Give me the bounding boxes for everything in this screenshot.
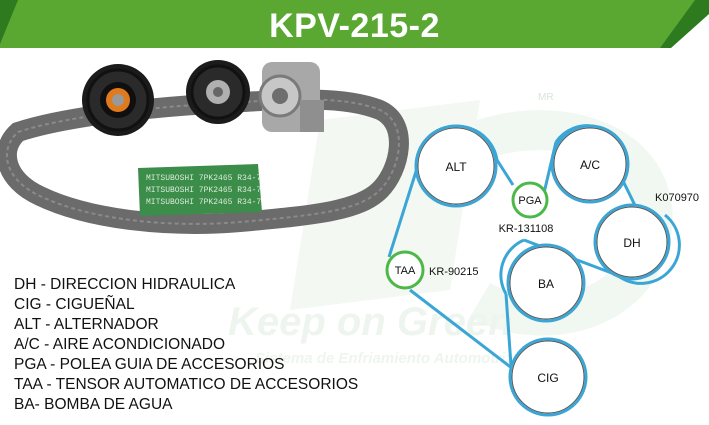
pulley-label-dh: DH: [623, 236, 640, 250]
pulley-alt: ALT: [414, 124, 498, 208]
watermark-subtext: Sistema de Enfriamiento Automotriz: [255, 350, 513, 367]
part-number-dh: K070970: [655, 192, 699, 204]
belt-print-2: MITSUBOSHI 7PK2465 R34-7: [146, 186, 261, 195]
pulley-taa: TAA: [385, 250, 425, 290]
legend-item-cig: CIG - CIGUEÑAL: [14, 296, 135, 313]
pulley-label-ba: BA: [538, 277, 554, 291]
pulley-cig: CIG: [508, 337, 588, 417]
pulley-image-2: [186, 60, 250, 124]
pulley-pga: PGA: [511, 181, 549, 219]
legend-item-taa: TAA - TENSOR AUTOMATICO DE ACCESORIOS: [14, 376, 359, 393]
watermark-mark: MR: [538, 92, 554, 103]
belt-print-1: MITSUBOSHI 7PK2465 R34-7: [146, 174, 261, 183]
pulley-ac: A/C: [550, 124, 630, 204]
pulley-label-alt: ALT: [445, 160, 467, 174]
legend-item-pga: PGA - POLEA GUIA DE ACCESORIOS: [14, 356, 285, 373]
tensor-image: [258, 62, 324, 132]
pulley-label-ac: A/C: [580, 158, 600, 172]
page-title: KPV-215-2: [269, 7, 440, 45]
part-number-taa: KR-90215: [429, 266, 479, 278]
header-banner: KPV-215-2: [0, 0, 709, 50]
legend-item-alt: ALT - ALTERNADOR: [14, 316, 159, 333]
legend-item-ac: A/C - AIRE ACONDICIONADO: [14, 336, 226, 353]
pulley-label-taa: TAA: [395, 265, 416, 277]
pulley-image-1: [82, 64, 154, 136]
legend-item-dh: DH - DIRECCION HIDRAULICA: [14, 276, 236, 293]
legend: DH - DIRECCION HIDRAULICA CIG - CIGUEÑAL…: [14, 275, 358, 415]
pulley-label-cig: CIG: [537, 371, 558, 385]
pulley-dh: DH: [593, 203, 671, 281]
pulley-ba: BA: [506, 243, 586, 323]
pulley-label-pga: PGA: [518, 195, 542, 207]
header-background: [0, 0, 709, 50]
belt-label: [138, 164, 262, 216]
part-number-pga: KR-131108: [499, 223, 554, 235]
product-photo: MITSUBOSHI 7PK2465 R34-7 MITSUBOSHI 7PK2…: [0, 60, 409, 234]
legend-item-ba: BA- BOMBA DE AGUA: [14, 396, 173, 413]
belt-print-3: MITSUBOSHI 7PK2465 R34-7: [146, 198, 261, 207]
watermark-text: Keep on Green: [228, 300, 513, 344]
